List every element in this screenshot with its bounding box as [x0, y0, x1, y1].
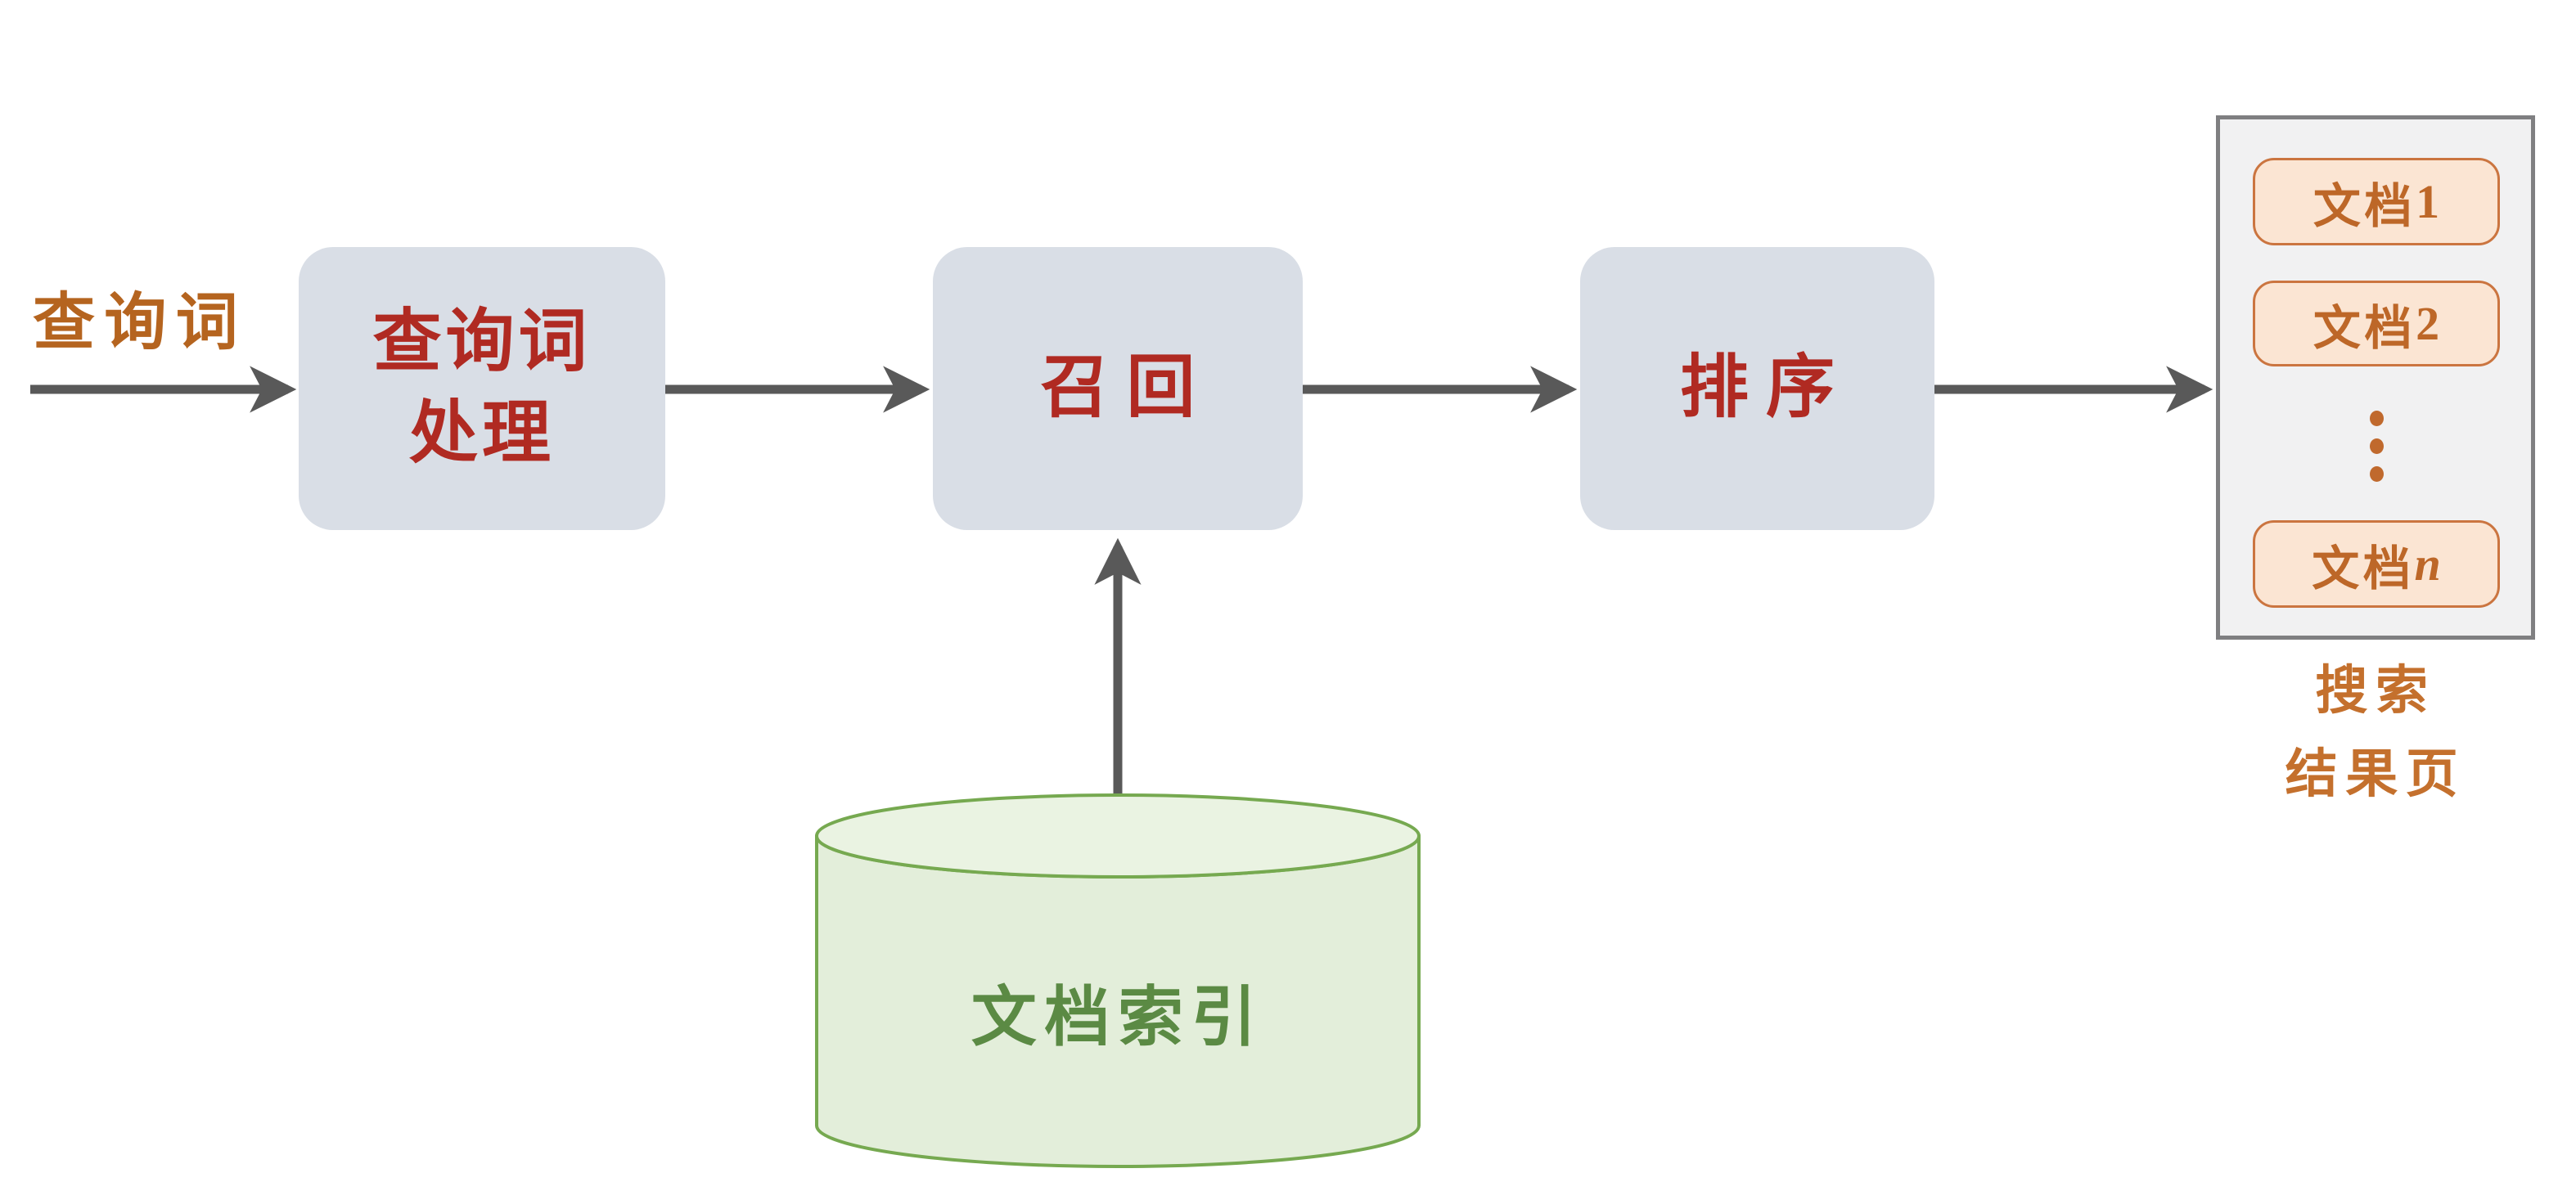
database-cylinder-icon — [815, 793, 1421, 1168]
document-index-label: 文档索引 — [971, 982, 1265, 1054]
stage-label-line: 处理 — [408, 396, 556, 472]
caption-line: 结果页 — [2285, 745, 2466, 803]
caption-line: 搜索 — [2315, 662, 2436, 720]
vertical-ellipsis-icon — [2365, 411, 2388, 482]
stage-label-line: 查询词 — [372, 304, 592, 380]
query-input-label: 查询词 — [33, 289, 248, 357]
stage-box-ranking: 排序 — [1580, 247, 1934, 530]
results-page-caption: 搜索 结果页 — [2216, 649, 2535, 816]
stage-label-line: 排序 — [1679, 350, 1852, 426]
doc-label-suffix: 1 — [2416, 175, 2440, 228]
doc-label-suffix: n — [2414, 537, 2441, 591]
stage-box-query-processing: 查询词 处理 — [299, 247, 665, 530]
doc-label-prefix: 文档 — [2313, 179, 2416, 233]
doc-label-suffix: 2 — [2416, 297, 2440, 350]
doc-label-prefix: 文档 — [2312, 542, 2415, 596]
stage-label-line: 召回 — [1040, 350, 1213, 426]
doc-label-prefix: 文档 — [2313, 301, 2416, 355]
stage-box-recall: 召回 — [933, 247, 1303, 530]
